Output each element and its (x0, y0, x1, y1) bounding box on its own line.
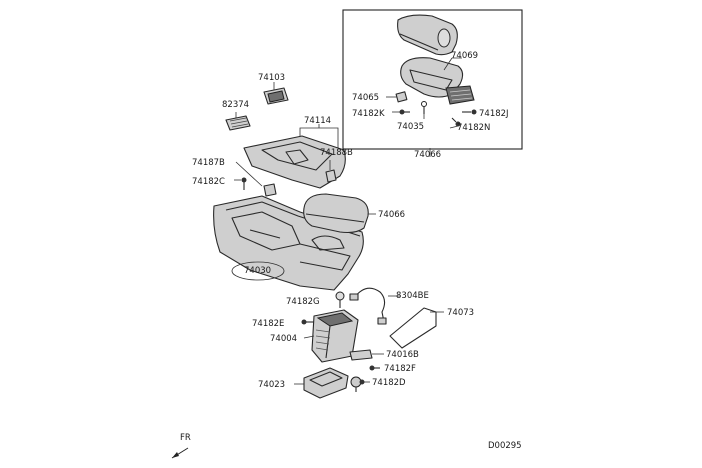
label-74182D: 74182D (372, 378, 406, 388)
pin-74035 (421, 101, 427, 114)
side-cover-74073 (389, 307, 437, 349)
inset-armrest-assembly: 74069 74065 74182K 74182J 74035 74182N (342, 9, 523, 157)
bracket-74016B (349, 349, 373, 361)
label-82374: 82374 (222, 100, 249, 110)
label-74065: 74065 (352, 93, 379, 103)
label-74114: 74114 (304, 116, 331, 126)
label-74182C: 74182C (192, 177, 225, 187)
console-body-74030 (213, 195, 364, 291)
label-74023: 74023 (258, 380, 285, 390)
label-74188B: 74188B (320, 148, 353, 158)
clip-74188B (325, 169, 337, 183)
armrest-lid-part (397, 14, 458, 56)
harness-8304BE (349, 287, 387, 325)
screw-74182F (369, 365, 380, 371)
label-74073: 74073 (447, 308, 474, 318)
front-direction-indicator: FR (171, 433, 191, 459)
screw-74182C (241, 177, 247, 190)
screw-74182N (451, 117, 461, 127)
label-74182N: 74182N (457, 123, 490, 133)
label-74103: 74103 (258, 73, 285, 83)
diagram-code: D00295 (488, 441, 522, 451)
label-74066: 74066 (378, 210, 405, 220)
label-74182F: 74182F (384, 364, 416, 374)
label-74187B: 74187B (192, 158, 225, 168)
label-74182G: 74182G (286, 297, 320, 307)
label-74016B: 74016B (386, 350, 419, 360)
hinge-part-74069 (445, 85, 475, 105)
label-74035: 74035 (397, 122, 424, 132)
clip-part-74065 (395, 91, 408, 103)
label-74182E: 74182E (252, 319, 284, 329)
label-74004: 74004 (270, 334, 297, 344)
label-8304BE: 8304BE (396, 291, 429, 301)
base-bracket-74023 (303, 367, 362, 399)
switch-82374 (225, 115, 251, 131)
armrest-74066 (303, 193, 369, 234)
label-74182J: 74182J (479, 109, 509, 119)
screw-74182D (359, 379, 365, 385)
fr-label: FR (180, 433, 191, 443)
top-cover-part (243, 135, 346, 189)
clip-74187B (263, 183, 277, 197)
pin-74182G (335, 291, 345, 308)
switch-panel-74103 (263, 87, 289, 105)
screw-74182E (301, 319, 314, 325)
label-74069: 74069 (451, 51, 478, 61)
label-74030: 74030 (244, 266, 271, 276)
label-74066-inset: 74066 (414, 150, 441, 160)
label-74182K: 74182K (352, 109, 385, 119)
screw-74182K (399, 109, 410, 115)
